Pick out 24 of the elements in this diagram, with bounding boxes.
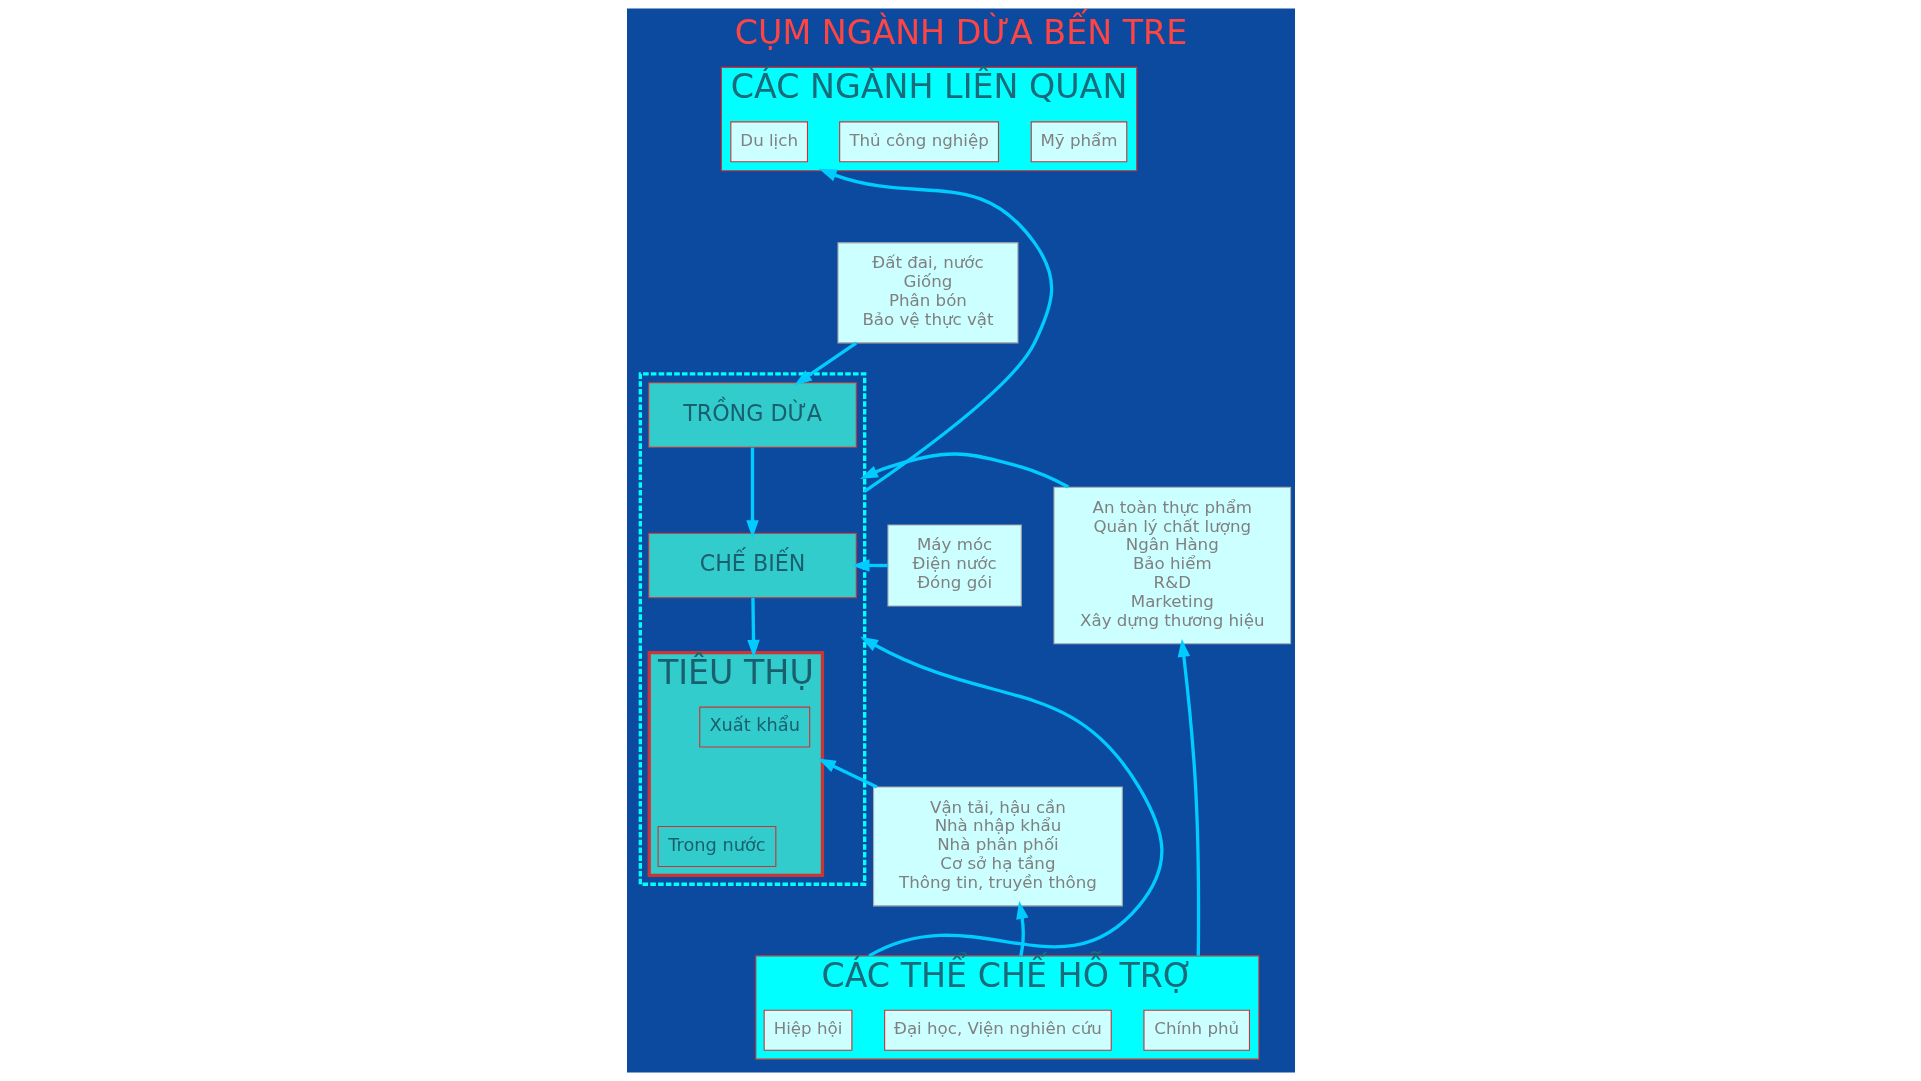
node-box: Thủ công nghiệp	[838, 121, 999, 163]
node-box: An toàn thực phẩm Quản lý chất lượng Ngân Hàng Bảo hiểm R&D Marketing Xây dựng thương hiệu	[1052, 486, 1291, 645]
node-box: TRỒNG DỪA	[647, 382, 857, 448]
node-box: Máy móc Điện nước Đóng gói	[886, 524, 1022, 607]
node-box: CHẾ BIẾN	[647, 532, 857, 599]
arrow	[851, 559, 888, 572]
node-box: Mỹ phẩm	[1030, 121, 1127, 163]
node-box: Trong nước	[657, 825, 776, 867]
arrow	[1015, 901, 1028, 957]
node-box: Đại học, Viện nghiên cứu	[883, 1009, 1112, 1051]
node-box: Hiệp hội	[763, 1009, 852, 1051]
arrow	[859, 636, 1163, 958]
arrow	[859, 452, 1069, 489]
node-box: Du lịch	[729, 121, 808, 163]
node-box: Đất đai, nước Giống Phân bón Bảo vệ thực vật	[836, 242, 1018, 344]
arrow	[817, 758, 878, 789]
node-box: Vận tải, hậu cần Nhà nhập khẩu Nhà phân phối Cơ sở hạ tầng Thông tin, truyền thông	[872, 786, 1123, 907]
arrow	[1177, 638, 1200, 956]
arrow	[745, 447, 759, 539]
node-box: Xuất khẩu	[698, 706, 810, 748]
node-box: Chính phủ	[1142, 1009, 1250, 1051]
arrow	[793, 341, 857, 386]
arrow	[818, 168, 1053, 493]
arrow	[746, 597, 760, 658]
